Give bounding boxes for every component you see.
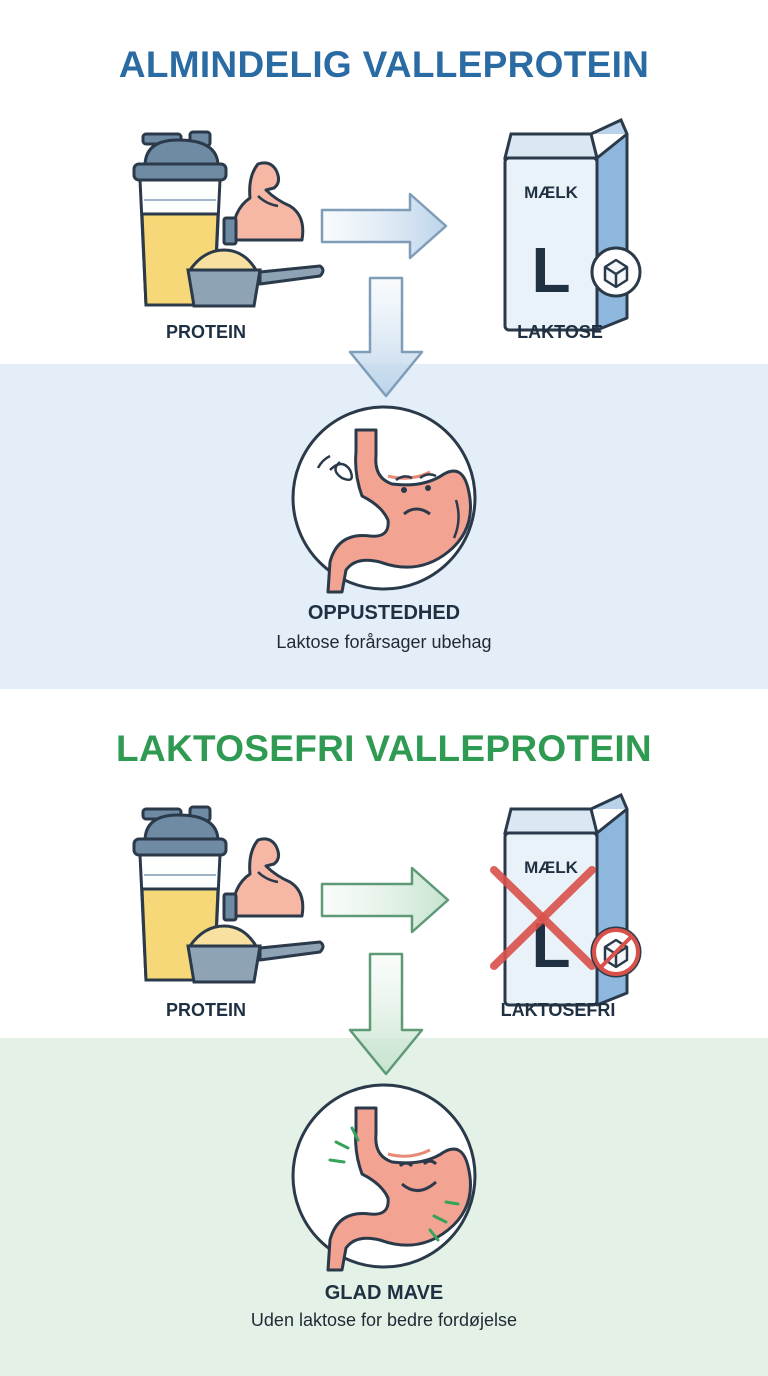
result-text-lactose-free: Uden laktose for bedre fordøjelse [250,1310,518,1330]
section-title-lactose-free: LAKTOSEFRI VALLEPROTEIN [116,728,652,769]
crossed-out-icon [490,866,596,970]
protein-scoop-icon [186,248,325,308]
svg-text:L: L [531,234,570,306]
lactose-label: LAKTOSE [517,322,603,342]
arrow-right-icon [320,866,450,934]
result-text-regular: Laktose forårsager ubehag [276,632,492,652]
protein-label: PROTEIN [165,322,246,342]
lactose-free-label: LAKTOSEFRI [500,1000,616,1020]
stomach-happy-icon [291,1083,477,1272]
section-title-regular: ALMINDELIG VALLEPROTEIN [118,44,650,85]
result-title-lactose-free: GLAD MAVE [324,1282,444,1304]
arrow-right-icon [320,192,448,260]
arrow-down-icon [348,952,424,1076]
flexed-arm-icon [222,161,305,246]
svg-text:MÆLK: MÆLK [524,858,579,877]
flexed-arm-icon [222,837,305,922]
protein-scoop-icon [186,924,325,984]
svg-text:MÆLK: MÆLK [524,183,579,202]
protein-label: PROTEIN [165,1000,246,1020]
milk-carton-icon: MÆLK L [503,118,629,332]
stomach-upset-icon [291,405,477,594]
sugar-cube-icon [590,246,642,298]
result-title-regular: OPPUSTEDHED [307,602,461,624]
arrow-down-icon [348,276,424,398]
sugar-cube-icon [590,926,642,978]
